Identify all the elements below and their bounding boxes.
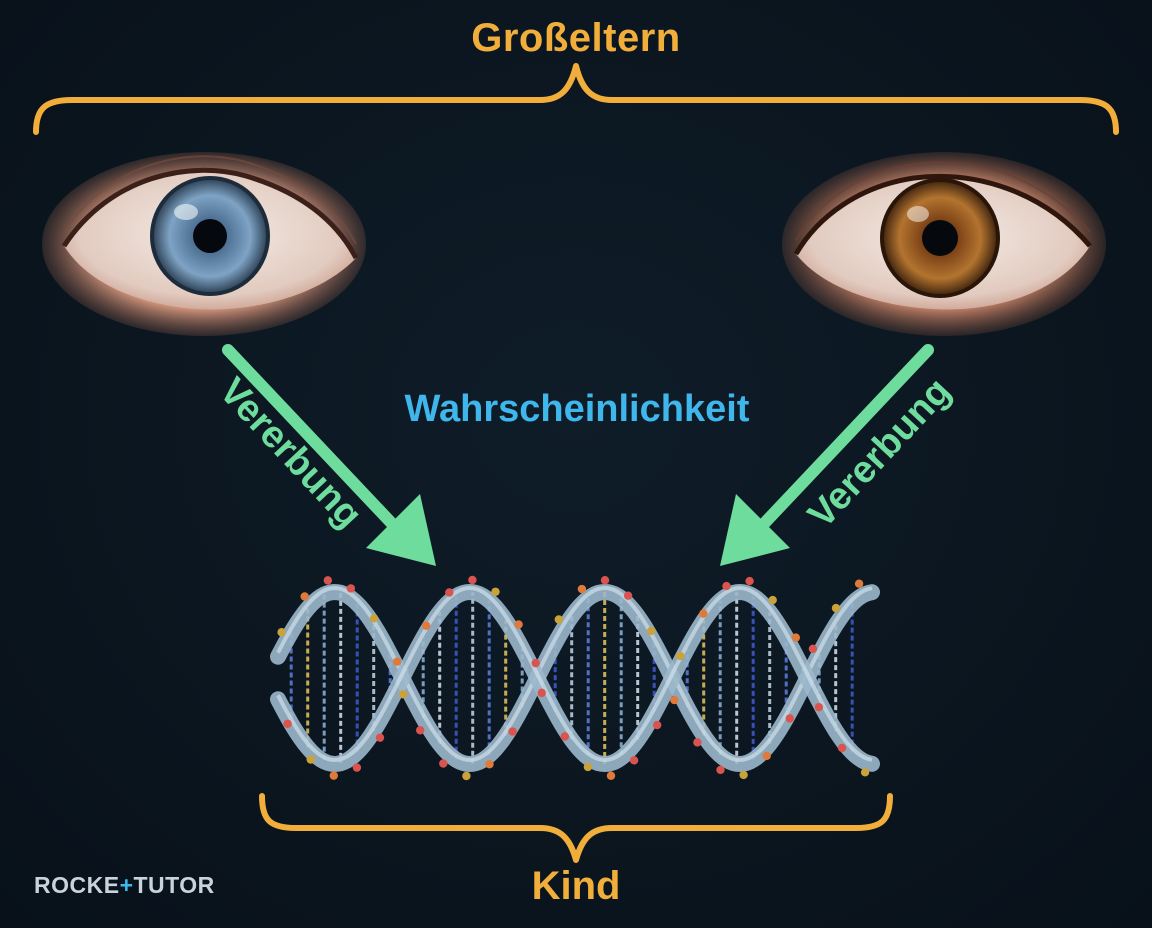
rocket-tutor-logo: ROCKE+TUTOR [34,872,215,899]
atom-bead [647,626,656,636]
atom-bead [375,733,385,742]
atom-bead [468,575,477,585]
blue-eye-image [42,152,366,336]
bottom-bracket [259,793,893,863]
atom-bead [300,592,309,601]
atom-bead [283,719,292,728]
atom-bead [653,720,662,730]
dna-strand-a [270,583,880,773]
logo-text-a: ROCKE [34,872,120,898]
atom-bead [554,615,563,624]
atom-bead [623,591,633,600]
atom-bead [422,621,431,630]
atom-bead [693,738,702,747]
dna-helix-image [270,575,880,781]
atom-bead [560,732,569,741]
atom-bead [577,584,587,594]
atom-bead [537,688,546,698]
dna-strand-highlight [276,585,873,763]
atom-bead [808,644,818,654]
atom-bead [722,581,731,591]
atom-bead [445,588,454,597]
atom-bead [768,595,777,605]
atom-bead [670,695,679,705]
atom-bead [392,657,402,666]
atom-bead [785,714,794,723]
atom-bead [854,579,864,588]
brown-eye-image [782,152,1106,336]
atom-bead [739,770,748,780]
atom-bead [831,603,841,613]
atom-bead [583,762,593,772]
atom-bead [277,628,286,637]
left-inheritance-arrow [222,344,436,566]
atom-bead [814,702,824,712]
logo-text-b: TUTOR [133,872,215,898]
atom-bead [439,759,448,768]
atom-bead [491,587,500,596]
atom-bead [860,768,870,777]
grandparents-label: Großeltern [471,16,681,60]
atom-bead [352,763,362,772]
right-inheritance-arrow [720,344,934,566]
atom-bead [606,771,616,780]
atom-bead [329,771,338,780]
atom-bead [762,751,771,761]
logo-plus: + [119,872,134,898]
atom-bead [629,756,639,765]
atom-bead [485,760,494,769]
atom-bead [531,658,540,668]
atom-bead [676,651,685,661]
atom-bead [600,576,610,585]
atom-bead [416,726,425,735]
atom-bead [462,771,471,781]
atom-bead [791,633,800,642]
atom-bead [398,690,408,699]
atom-bead [837,743,847,753]
atom-bead [514,620,523,629]
child-label: Kind [531,864,621,908]
atom-bead [323,576,332,585]
top-bracket [33,63,1119,135]
probability-label: Wahrscheinlichkeit [404,388,750,430]
atom-bead [306,755,315,764]
atom-bead [745,576,754,586]
dna-strand-b [270,583,880,773]
atom-bead [346,584,356,593]
atom-bead [699,609,708,618]
atom-bead [508,727,517,736]
dna-strand-highlight [276,585,873,763]
atom-bead [369,614,379,623]
atom-bead [716,765,725,775]
